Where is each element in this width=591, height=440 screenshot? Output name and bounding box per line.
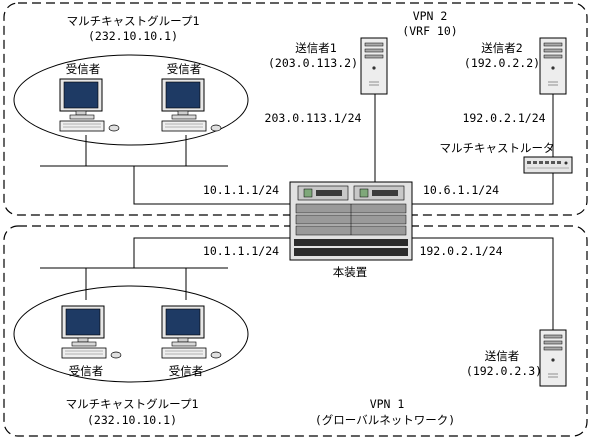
sender1-link-addr: 203.0.113.1/24 [264,111,362,125]
vpn1-boundary [3,225,588,437]
computer-icon [61,305,122,359]
vpn2-left-link-addr: 10.1.1.1/24 [202,183,280,197]
computer-icon [59,78,120,132]
sender2-link-addr: 192.0.2.1/24 [462,111,546,125]
device-icon [289,181,413,261]
vpn2-name: VPN 2 [412,9,448,23]
computer-icon [161,78,222,132]
vpn2-receiver2-label: 受信者 [166,62,202,76]
vpn2-group-ellipse [13,54,249,146]
server-icon [539,37,567,95]
vpn1-left-uplink [133,237,300,268]
sender2-name: 送信者2 [481,41,523,55]
router-icon [523,156,573,174]
vpn1-sender-name: 送信者 [484,349,520,363]
vpn2-receiver1-label: 受信者 [65,62,101,76]
vpn2-left-uplink [133,166,300,205]
device-name: 本装置 [332,265,368,279]
vpn1-group-ellipse [13,285,249,383]
vpn2-subtitle: (VRF 10) [402,24,458,38]
vpn1-sender-link [412,237,554,330]
vpn1-receiver2-label: 受信者 [168,364,204,378]
sender2-addr: (192.0.2.2) [463,56,541,70]
vpn1-group-name: マルチキャストグループ1 [65,397,199,411]
router-uplink [412,173,554,205]
vpn1-name: VPN 1 [369,397,405,411]
vpn1-sender-addr: (192.0.2.3) [465,364,543,378]
server-icon [539,329,567,387]
vpn1-right-link-addr: 192.0.2.1/24 [419,244,503,258]
server-icon [360,37,388,95]
computer-icon [161,305,222,359]
sender1-addr: (203.0.113.2) [267,56,359,70]
vpn2-group-addr: (232.10.10.1) [87,29,179,43]
vpn1-subtitle: (グローバルネットワーク) [314,413,456,427]
sender1-name: 送信者1 [295,41,337,55]
vpn1-left-link-addr: 10.1.1.1/24 [202,244,280,258]
vpn2-right-link-addr: 10.6.1.1/24 [422,183,500,197]
router-name: マルチキャストルータ [439,141,555,155]
vpn2-group-name: マルチキャストグループ1 [66,14,200,28]
vpn1-group-addr: (232.10.10.1) [86,413,178,427]
vpn1-receiver1-label: 受信者 [68,364,104,378]
